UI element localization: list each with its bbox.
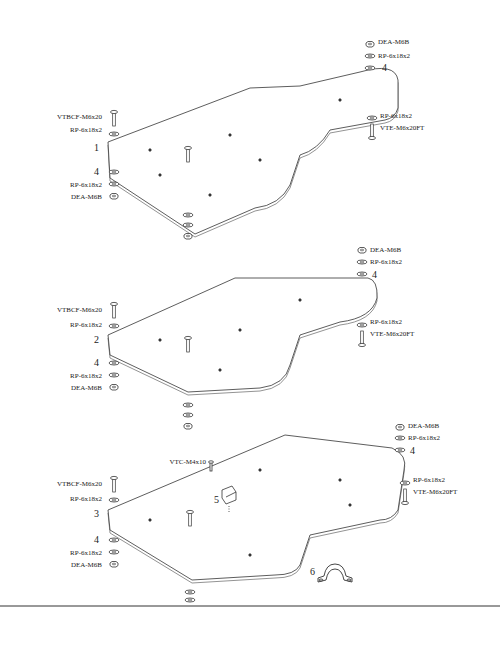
part-label: VTBCF-M6x20 <box>57 114 102 121</box>
callout-number: 3 <box>94 509 99 519</box>
callout-number: 4 <box>94 535 99 545</box>
part-label: RP-6x18x2 <box>408 435 440 442</box>
part-label: VTBCF-M6x20 <box>57 307 102 314</box>
callout-number: 6 <box>310 567 315 577</box>
part-label: RP-6x18x2 <box>370 319 402 326</box>
part-label: RP-6x18x2 <box>70 182 102 189</box>
part-label: VTE-M6x20FT <box>380 125 424 132</box>
part-label: RP-6x18x2 <box>70 496 102 503</box>
callout-number: 2 <box>94 335 99 345</box>
part-label: RP-6x18x2 <box>413 477 445 484</box>
skid-plate-2 <box>108 278 377 395</box>
part-label: DEA-M6B <box>71 562 102 569</box>
callout-number: 4 <box>94 167 99 177</box>
part-label: DEA-M6B <box>71 385 102 392</box>
clip-part <box>209 461 237 512</box>
part-label: RP-6x18x2 <box>70 322 102 329</box>
part-label: VTBCF-M6x20 <box>57 481 102 488</box>
part-label: DEA-M6B <box>71 194 102 201</box>
callout-number: 4 <box>410 446 415 456</box>
part-label: RP-6x18x2 <box>70 550 102 557</box>
part-label: VTC-M4x10 <box>169 459 206 466</box>
part-label: VTE-M6x20FT <box>413 489 457 496</box>
callout-number: 5 <box>214 495 219 505</box>
skid-plate-3 <box>108 435 405 583</box>
callout-number: 1 <box>94 143 99 153</box>
callout-number: 4 <box>94 358 99 368</box>
part-label: RP-6x18x2 <box>380 113 412 120</box>
part-label: RP-6x18x2 <box>378 53 410 60</box>
skid-plate-1 <box>108 68 398 237</box>
part-label: DEA-M6B <box>408 423 439 430</box>
callout-number: 4 <box>382 63 387 73</box>
callout-number: 4 <box>372 270 377 280</box>
part-label: VTE-M6x20FT <box>370 331 414 338</box>
part-label: RP-6x18x2 <box>370 259 402 266</box>
part-label: RP-6x18x2 <box>70 373 102 380</box>
part-label: DEA-M6B <box>370 247 401 254</box>
page-rule <box>0 606 500 607</box>
part-label: DEA-M6B <box>378 39 409 46</box>
clamp-part <box>318 564 352 582</box>
part-label: RP-6x18x2 <box>70 127 102 134</box>
